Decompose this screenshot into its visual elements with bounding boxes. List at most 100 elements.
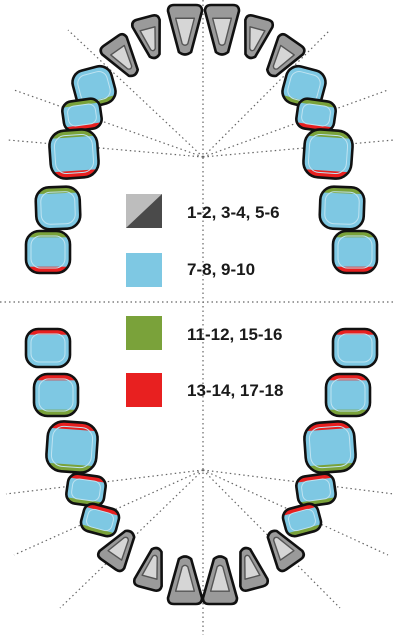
- tooth-inner: [30, 235, 66, 269]
- tooth-outline: [24, 327, 72, 369]
- tooth-outline: [45, 420, 99, 474]
- tooth-outline: [281, 502, 323, 538]
- tooth-crown: [333, 329, 377, 367]
- tooth-inner: [301, 478, 331, 502]
- tooth-outline: [318, 185, 366, 231]
- tooth-band: [286, 524, 324, 539]
- tooth-inner: [139, 26, 156, 52]
- tooth-outline: [48, 128, 100, 180]
- tooth: [65, 472, 107, 508]
- legend-swatches: [126, 194, 162, 407]
- tooth-crown: [72, 66, 116, 108]
- tooth: [24, 327, 72, 369]
- tooth-inner: [211, 17, 233, 46]
- tooth-inner: [249, 26, 266, 52]
- tooth-band: [26, 361, 70, 367]
- guide-line: [202, 139, 394, 158]
- legend-swatch-gray-dark: [126, 194, 162, 228]
- tooth-outline: [32, 372, 80, 418]
- tooth: [166, 3, 204, 56]
- tooth-crown: [333, 231, 377, 273]
- tooth-inner: [141, 554, 158, 580]
- tooth-band: [333, 266, 377, 273]
- tooth-inner: [40, 191, 76, 225]
- tooth-crown: [304, 421, 356, 473]
- tooth-inner: [174, 564, 196, 592]
- tooth-outline: [303, 420, 357, 474]
- tooth-band: [34, 374, 78, 381]
- tooth-inner: [110, 44, 133, 70]
- tooth: [318, 185, 366, 231]
- tooth-outline: [34, 185, 82, 231]
- tooth-band: [26, 329, 70, 335]
- guide-line: [202, 469, 341, 609]
- tooth: [266, 529, 306, 573]
- tooth: [295, 472, 337, 508]
- tooth-band: [26, 266, 70, 273]
- tooth-crown: [26, 231, 70, 273]
- tooth-band: [26, 231, 70, 238]
- tooth-inner: [244, 554, 261, 580]
- tooth-inner: [272, 44, 295, 70]
- tooth-crown: [49, 129, 99, 179]
- tooth-outline: [65, 472, 107, 508]
- guide-line: [67, 29, 204, 158]
- tooth-inner: [67, 103, 97, 127]
- tooth: [99, 32, 140, 78]
- tooth-crown: [303, 129, 353, 179]
- tooth-inner: [30, 333, 66, 363]
- tooth-inner: [330, 378, 366, 412]
- tooth-crown: [34, 374, 78, 416]
- tooth: [61, 97, 103, 133]
- tooth: [48, 128, 100, 180]
- legend-label-red: 13-14, 17-18: [187, 381, 284, 400]
- tooth-outline: [331, 229, 379, 275]
- tooth: [244, 14, 275, 60]
- guide-line: [202, 29, 331, 158]
- tooth: [331, 327, 379, 369]
- tooth: [45, 420, 99, 474]
- tooth-inner: [288, 508, 316, 532]
- tooth: [130, 14, 161, 60]
- legend-swatch-2: [126, 316, 162, 350]
- tooth-band: [326, 374, 370, 381]
- tooth: [331, 229, 379, 275]
- tooth-inner: [337, 235, 373, 269]
- legend-label-gray: 1-2, 3-4, 5-6: [187, 203, 280, 222]
- tooth-outline: [302, 128, 354, 180]
- tooth-band: [333, 361, 377, 367]
- tooth-inner: [272, 536, 295, 561]
- guide-line: [7, 139, 204, 158]
- tooth-inner: [324, 191, 360, 225]
- tooth: [203, 3, 241, 56]
- tooth-inner: [308, 425, 352, 469]
- tooth: [96, 529, 136, 573]
- legend-swatch-3: [126, 373, 162, 407]
- tooth-band: [34, 409, 78, 416]
- tooth: [78, 501, 122, 539]
- legend-swatch-1: [126, 253, 162, 287]
- tooth: [265, 32, 306, 78]
- tooth-band: [333, 329, 377, 335]
- tooth-inner: [71, 478, 101, 502]
- tooth-inner: [174, 17, 196, 46]
- tooth: [201, 555, 239, 606]
- tooth-crown: [282, 66, 326, 108]
- teeth-group: [24, 3, 379, 606]
- tooth: [303, 420, 357, 474]
- tooth-band: [326, 409, 370, 416]
- tooth-inner: [53, 133, 95, 175]
- tooth: [295, 97, 337, 133]
- tooth: [32, 372, 80, 418]
- tooth-crown: [46, 421, 98, 473]
- guide-line: [202, 469, 394, 495]
- tooth-outline: [79, 502, 121, 538]
- tooth-inner: [301, 103, 331, 127]
- tooth: [302, 128, 354, 180]
- tooth: [132, 546, 163, 592]
- tooth-band: [78, 524, 116, 539]
- tooth: [324, 372, 372, 418]
- tooth-band: [280, 501, 318, 516]
- legend-label-green: 11-12, 15-16: [187, 325, 283, 344]
